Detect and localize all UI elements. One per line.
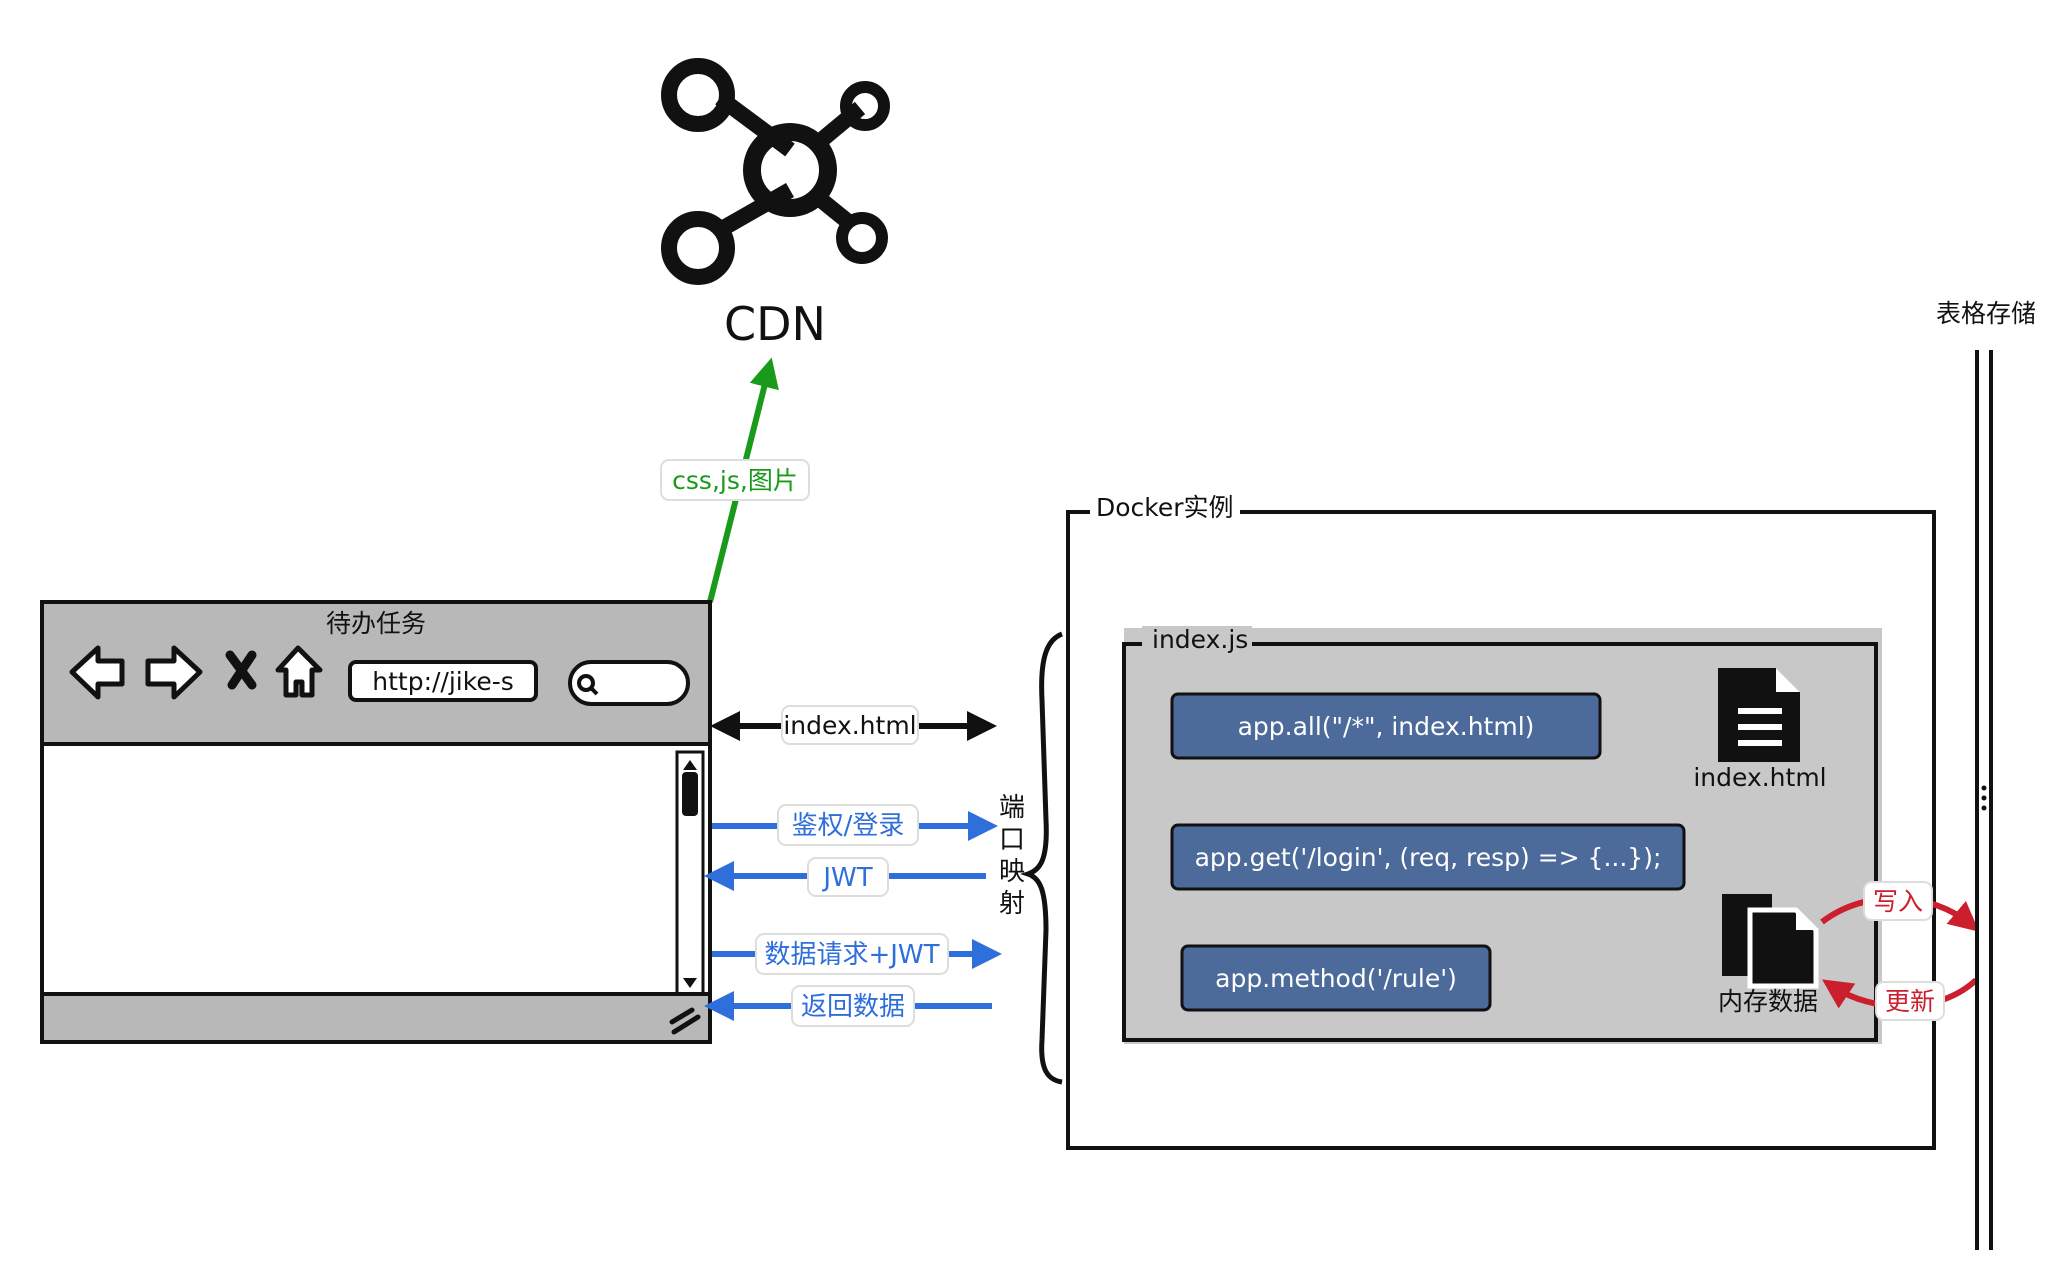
route-login-button[interactable] — [1170, 823, 1686, 891]
port-mapping-char: 射 — [999, 889, 1025, 919]
storage-title: 表格存储 — [1936, 299, 2036, 328]
write-label: 写入 — [1873, 887, 1923, 916]
port-mapping-brace — [1020, 631, 1064, 1085]
indexjs-title: index.js — [1152, 625, 1248, 654]
route-all-label: app.all("/*", index.html) — [1238, 712, 1535, 741]
auth-login-label: 鉴权/登录 — [792, 811, 905, 841]
table-storage: 表格存储 — [1936, 299, 2036, 1250]
close-x-icon[interactable] — [225, 650, 257, 690]
port-mapping-char: 端 — [999, 793, 1025, 823]
search-icon — [577, 674, 599, 696]
cdn-arrow-label: css,js,图片 — [672, 466, 798, 495]
return-data-label: 返回数据 — [801, 992, 905, 1022]
index-html-label-box: index.html — [781, 705, 919, 745]
storage-dots — [1981, 785, 1987, 811]
url-text: http://jike-s — [372, 667, 514, 696]
forward-arrow-icon[interactable] — [145, 645, 203, 700]
cdn-label: CDN — [724, 297, 826, 351]
jwt-label: JWT — [821, 863, 872, 893]
route-login-label: app.get('/login', (req, resp) => {...}); — [1195, 843, 1662, 872]
return-data-label-box: 返回数据 — [791, 985, 915, 1027]
scrollbar-down-icon[interactable] — [683, 978, 697, 988]
search-field[interactable] — [568, 660, 690, 706]
resize-grip-icon[interactable] — [669, 1007, 701, 1035]
port-mapping-char: 口 — [999, 825, 1025, 855]
data-request-label-box: 数据请求+JWT — [755, 933, 949, 975]
network-hub-icon — [661, 58, 890, 285]
scrollbar-up-icon[interactable] — [683, 760, 697, 770]
route-all-button[interactable] — [1170, 692, 1602, 760]
back-arrow-icon[interactable] — [69, 645, 125, 700]
docker-instance: Docker实例 index.js app.all("/*", index.ht… — [1066, 492, 1936, 1150]
data-request-label: 数据请求+JWT — [764, 940, 939, 970]
home-icon[interactable] — [275, 645, 323, 698]
browser-title: 待办任务 — [326, 609, 426, 638]
cdn-node: CDN — [661, 58, 890, 351]
write-label-box: 写入 — [1863, 881, 1933, 921]
auth-login-label-box: 鉴权/登录 — [777, 804, 919, 846]
scrollbar-thumb[interactable] — [682, 772, 698, 816]
indexhtml-file-label: index.html — [1693, 763, 1826, 792]
file-document-icon — [1718, 668, 1800, 762]
docker-title: Docker实例 — [1096, 493, 1234, 522]
cdn-arrow-label-box: css,js,图片 — [660, 459, 810, 501]
route-method-button[interactable] — [1180, 944, 1492, 1012]
memory-data-label: 内存数据 — [1718, 987, 1818, 1016]
update-label: 更新 — [1885, 987, 1935, 1016]
indexjs-box: index.js app.all("/*", index.html) app.g… — [1122, 625, 1882, 1044]
index-html-label: index.html — [783, 711, 916, 740]
memory-data-icon — [1722, 894, 1819, 989]
route-method-label: app.method('/rule') — [1215, 964, 1457, 993]
update-label-box: 更新 — [1875, 981, 1945, 1021]
jwt-label-box: JWT — [807, 857, 889, 897]
browser-statusbar — [40, 992, 712, 1044]
port-mapping-char: 映 — [999, 857, 1025, 887]
scrollbar[interactable] — [675, 750, 705, 996]
browser-window: 待办任务 http://jike-s — [40, 600, 712, 1044]
port-mapping-label: 端 口 映 射 — [999, 793, 1025, 919]
url-bar[interactable] — [348, 660, 538, 702]
